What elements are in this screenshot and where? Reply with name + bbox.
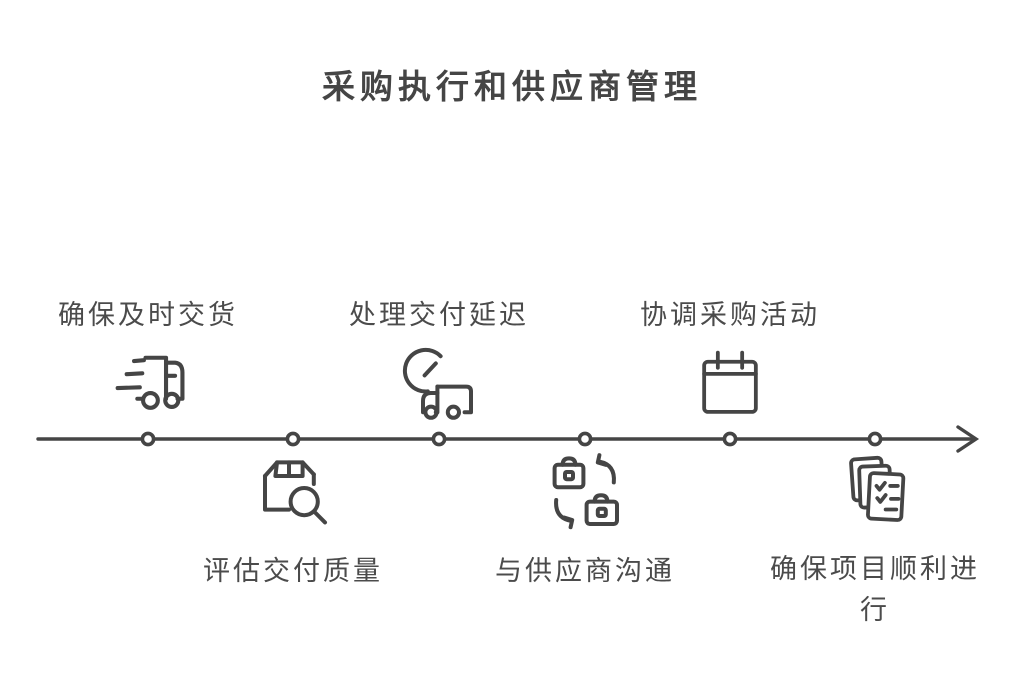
timeline-node <box>140 431 156 447</box>
delay-clock-truck-icon <box>398 345 480 425</box>
timeline-node <box>577 431 593 447</box>
checklist-documents-icon <box>837 452 913 532</box>
briefcase-exchange-icon <box>545 452 625 532</box>
timeline-node <box>722 431 738 447</box>
item-label: 与供应商沟通 <box>495 556 675 587</box>
calendar-icon <box>692 345 768 421</box>
timeline-item-handle-delivery-delays: 处理交付延迟 <box>309 296 569 429</box>
item-label: 评估交付质量 <box>203 556 383 587</box>
timeline-item-communicate-with-suppliers: 与供应商沟通 <box>455 452 715 593</box>
page-title: 采购执行和供应商管理 <box>322 67 702 106</box>
timeline-node <box>285 431 301 447</box>
arrowhead-icon <box>956 425 980 453</box>
timeline-item-coordinate-procurement: 协调采购活动 <box>600 296 860 425</box>
timeline-node <box>431 431 447 447</box>
timeline-item-ensure-timely-delivery: 确保及时交货 <box>18 296 278 421</box>
timeline-node <box>867 431 883 447</box>
delivery-truck-icon <box>107 351 189 417</box>
item-label: 确保及时交货 <box>58 300 238 331</box>
timeline-item-evaluate-delivery-quality: 评估交付质量 <box>163 452 423 593</box>
item-label: 协调采购活动 <box>640 300 820 331</box>
package-search-icon <box>253 452 333 532</box>
timeline-item-ensure-project-progress: 确保项目顺利进行 <box>767 452 983 631</box>
item-label: 处理交付延迟 <box>349 300 529 331</box>
item-label: 确保项目顺利进行 <box>770 554 980 626</box>
